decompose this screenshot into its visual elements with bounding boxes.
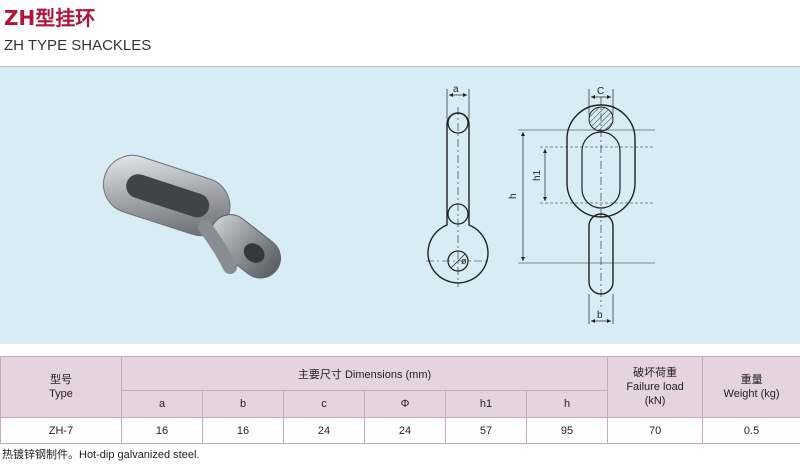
dim-label-h: h	[508, 193, 519, 199]
cell-h1: 57	[445, 417, 527, 444]
cell-c: 24	[283, 417, 365, 444]
cell-b: 16	[202, 417, 284, 444]
dim-col-a: a	[121, 390, 203, 418]
weight-header: 重量 Weight (kg)	[702, 356, 800, 418]
failure-load-header: 破坏荷重 Failure load (kN)	[607, 356, 704, 418]
dim-col-h1: h1	[445, 390, 527, 418]
dim-col-phi: Φ	[364, 390, 446, 418]
cell-phi: 24	[364, 417, 446, 444]
dim-label-a: a	[453, 84, 459, 95]
side-view-drawing	[426, 89, 490, 287]
dim-label-b: b	[597, 310, 603, 321]
cell-h: 95	[525, 417, 609, 444]
front-view-drawing	[518, 89, 655, 324]
dim-label-h1: h1	[532, 169, 543, 181]
header-divider	[0, 66, 800, 67]
figure-svg: a ø	[102, 84, 655, 324]
page-subtitle: ZH TYPE SHACKLES	[4, 37, 152, 54]
dim-label-c: C	[597, 86, 604, 97]
table-row: ZH-7 16 16 24 24 57 95 70 0.5	[0, 417, 800, 444]
page-title: ZH型挂环	[4, 6, 96, 30]
spec-table: 型号 Type 主要尺寸 Dimensions (mm) 破坏荷重 Failur…	[0, 356, 800, 444]
cell-failure: 70	[607, 417, 704, 444]
product-figure: a ø	[0, 67, 800, 344]
dim-col-b: b	[202, 390, 284, 418]
dim-label-phi: ø	[461, 256, 467, 266]
dimensions-header: 主要尺寸 Dimensions (mm)	[120, 356, 609, 391]
dim-col-h: h	[525, 390, 609, 418]
shackle-photo	[102, 154, 281, 279]
cell-a: 16	[121, 417, 203, 444]
cell-type: ZH-7	[0, 417, 122, 444]
cell-weight: 0.5	[702, 417, 800, 444]
footnote: 热镀锌钢制件。Hot-dip galvanized steel.	[2, 449, 200, 461]
type-header: 型号 Type	[0, 356, 122, 418]
dim-col-c: c	[283, 390, 365, 418]
